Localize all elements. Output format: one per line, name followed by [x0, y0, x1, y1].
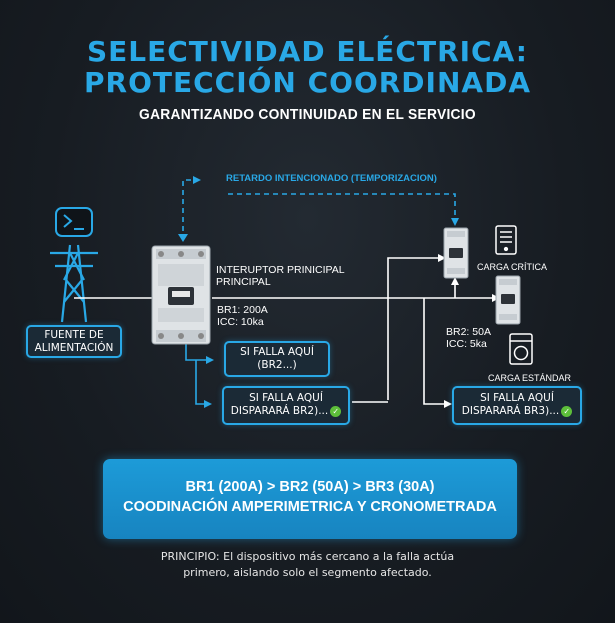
- main-breaker-label-2: PRINCIPAL: [216, 276, 271, 288]
- main-breaker-label-1: INTERUPTOR PRINICIPAL: [216, 264, 345, 276]
- source-label-line-2: ALIMENTACIÓN: [34, 342, 114, 354]
- principle-text: PRINCIPIO: El dispositivo más cercano a …: [100, 549, 515, 581]
- fault-box3-line-2: DISPARARÁ BR3)...: [461, 405, 560, 417]
- power-source-box: FUENTE DE ALIMENTACIÓN: [26, 325, 122, 358]
- critical-load-label: CARGA CRÍTICA: [477, 262, 548, 272]
- fault-box-br2: SI FALLA AQUÍ DISPARARÁ BR2)...✓: [222, 386, 350, 425]
- principle-line-1: PRINCIPIO: El dispositivo más cercano a …: [160, 550, 455, 563]
- fault-box2-line-2: DISPARARÁ BR2)...: [230, 405, 329, 417]
- check-icon: ✓: [330, 405, 342, 417]
- check-icon: ✓: [561, 405, 573, 417]
- br2-icc: ICC: 5ka: [446, 338, 487, 350]
- subtitle: GARANTIZANDO CONTINUIDAD EN EL SERVICIO: [139, 106, 476, 123]
- fault-box3-line-1: SI FALLA AQUÍ: [480, 392, 554, 404]
- principle-line-2: primero, aislando solo el segmento afect…: [183, 566, 432, 579]
- br1-icc: ICC: 10ka: [217, 316, 264, 328]
- banner-line-2: COODINACIÓN AMPERIMETRICA Y CRONOMETRADA: [123, 499, 497, 515]
- main-breaker-icon: [151, 245, 211, 345]
- br2-breaker-icon: [495, 275, 521, 325]
- br1-rating: BR1: 200A: [217, 304, 268, 316]
- coordination-banner: BR1 (200A) > BR2 (50A) > BR3 (30A) COODI…: [103, 459, 517, 539]
- terminal-icon: [55, 207, 93, 237]
- appliance-icon: [509, 333, 533, 365]
- power-pylon-icon: [50, 244, 98, 323]
- standard-load-label: CARGA ESTÁNDAR: [488, 373, 572, 383]
- br2-rating: BR2: 50A: [446, 326, 491, 338]
- server-icon: [495, 225, 517, 255]
- banner-line-1: BR1 (200A) > BR2 (50A) > BR3 (30A): [185, 479, 435, 495]
- fault-box2-line-1: SI FALLA AQUÍ: [249, 392, 323, 404]
- fault-box1-line-1: SI FALLA AQUÍ: [240, 346, 314, 358]
- fault-box1-line-2: (BR2...): [257, 359, 297, 371]
- source-label-line-1: FUENTE DE: [44, 329, 104, 341]
- delay-label: RETARDO INTENCIONADO (TEMPORIZACION): [226, 173, 437, 184]
- title-line-1: SELECTIVIDAD ELÉCTRICA:: [87, 35, 528, 68]
- fault-box-br3: SI FALLA AQUÍ DISPARARÁ BR3)...✓: [452, 386, 582, 425]
- critical-breaker-icon: [443, 227, 469, 279]
- title-line-2: PROTECCIÓN COORDINADA: [83, 66, 531, 99]
- fault-box-br2-upper: SI FALLA AQUÍ (BR2...): [224, 341, 330, 377]
